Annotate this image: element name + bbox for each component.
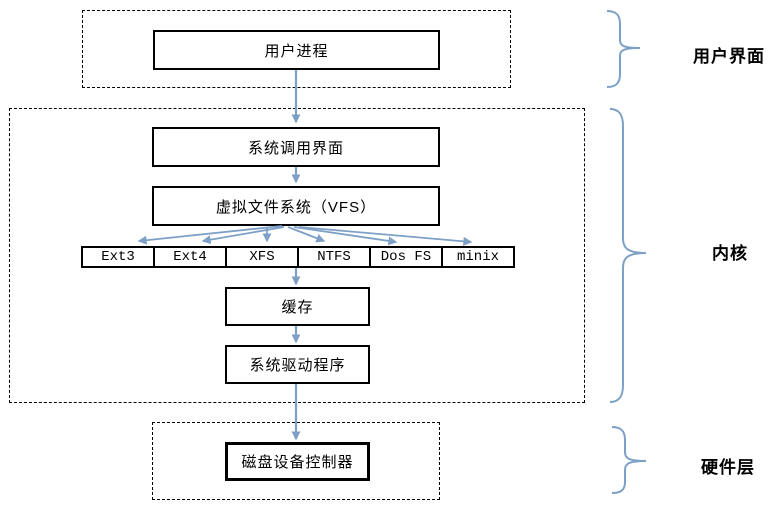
- fs-cell-minix: minix: [441, 246, 515, 268]
- fs-ext4-label: Ext4: [173, 249, 207, 265]
- node-syscall-interface: 系统调用界面: [152, 127, 440, 167]
- node-cache-label: 缓存: [281, 299, 314, 316]
- fs-cell-ntfs: NTFS: [297, 246, 371, 268]
- fs-minix-label: minix: [456, 249, 499, 265]
- fs-ntfs-label: NTFS: [317, 249, 351, 265]
- node-driver: 系统驱动程序: [225, 345, 370, 384]
- fs-cell-xfs: XFS: [225, 246, 299, 268]
- fs-cell-dosfs: Dos FS: [369, 246, 443, 268]
- node-vfs: 虚拟文件系统（VFS）: [152, 186, 440, 226]
- node-user-process-label: 用户进程: [264, 42, 329, 60]
- node-disk-controller: 磁盘设备控制器: [225, 442, 370, 481]
- hardware-layer-label: 硬件层: [701, 458, 755, 477]
- fs-cell-ext3: Ext3: [81, 246, 155, 268]
- fs-dosfs-label: Dos FS: [380, 249, 432, 265]
- node-vfs-label: 虚拟文件系统（VFS）: [215, 198, 377, 216]
- fs-xfs-label: XFS: [249, 249, 275, 265]
- brace-hardware-layer: [611, 426, 647, 494]
- node-user-process: 用户进程: [153, 30, 440, 70]
- brace-kernel-layer: [609, 108, 647, 403]
- node-disk-controller-label: 磁盘设备控制器: [241, 454, 354, 471]
- node-driver-label: 系统驱动程序: [249, 357, 346, 374]
- node-syscall-interface-label: 系统调用界面: [247, 139, 344, 157]
- user-layer-label: 用户界面: [693, 47, 765, 66]
- fs-cell-ext4: Ext4: [153, 246, 227, 268]
- brace-user-layer: [606, 10, 641, 88]
- fs-ext3-label: Ext3: [101, 249, 135, 265]
- filesystem-row: Ext3 Ext4 XFS NTFS Dos FS minix: [81, 246, 515, 268]
- node-cache: 缓存: [225, 287, 370, 326]
- kernel-layer-label: 内核: [712, 244, 748, 263]
